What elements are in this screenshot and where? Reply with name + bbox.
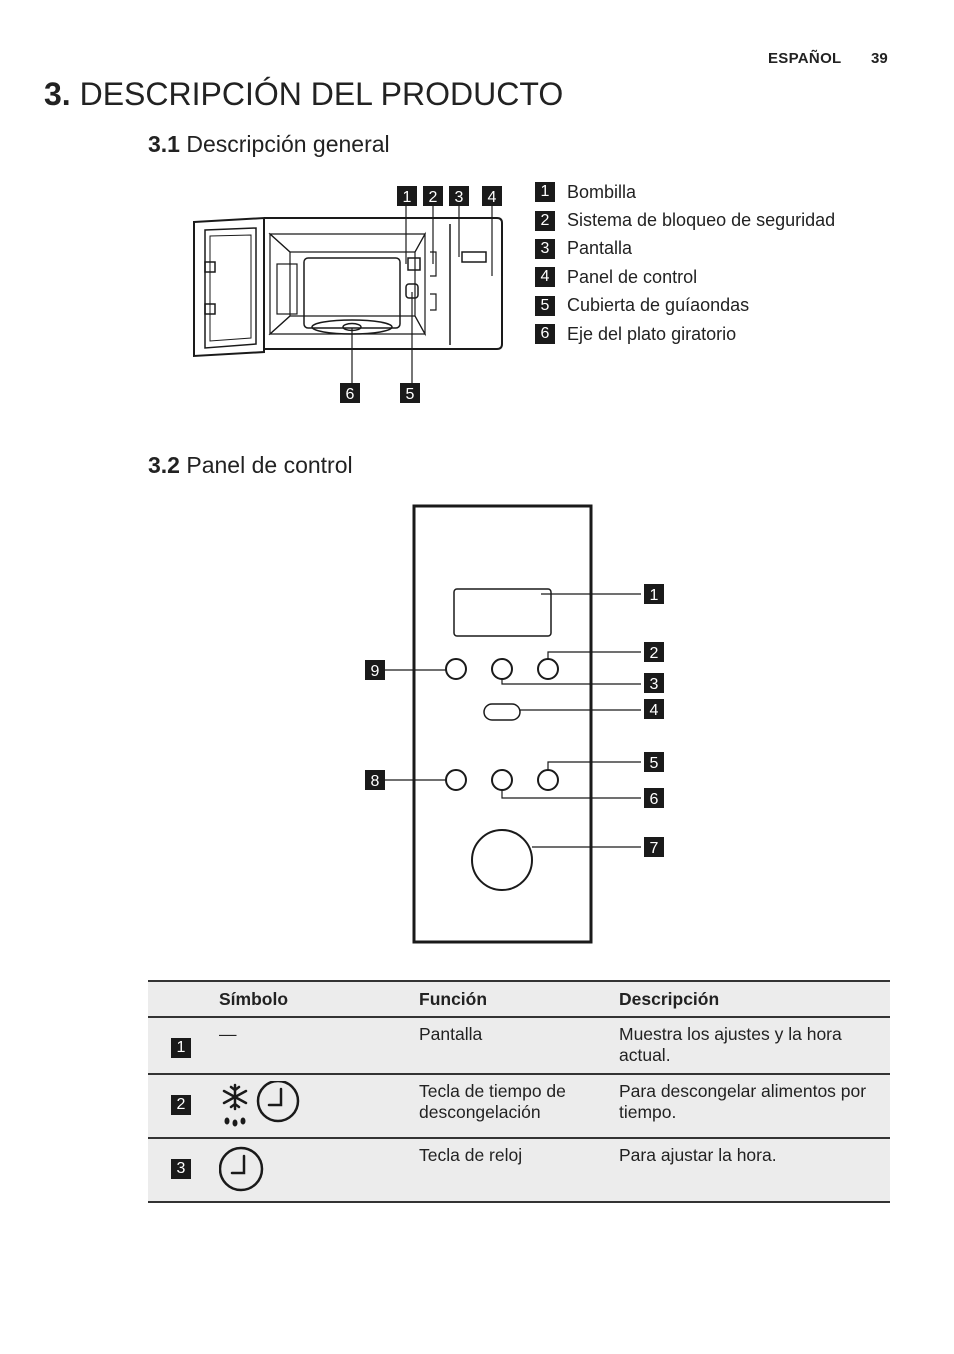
- panel-callout-8: 8: [371, 773, 380, 790]
- legend-item: 5 Cubierta de guíaondas: [535, 292, 835, 320]
- row-number: 3: [171, 1159, 191, 1179]
- legend-label: Cubierta de guíaondas: [567, 295, 750, 316]
- subsection-general-number: 3.1: [148, 131, 180, 157]
- subsection-panel-title: 3.2 Panel de control: [148, 452, 353, 479]
- general-legend: 1 Bombilla 2 Sistema de bloqueo de segurid…: [535, 178, 835, 348]
- diagram-callout-4: 4: [488, 189, 497, 206]
- legend-number: 1: [535, 182, 555, 203]
- diagram-callout-6: 6: [346, 386, 355, 403]
- diagram-callout-2: 2: [429, 189, 438, 206]
- panel-button-4: [483, 703, 521, 721]
- legend-label: Pantalla: [567, 238, 633, 259]
- table-row: 3 Tecla de reloj Para ajustar la hora.: [148, 1138, 890, 1202]
- diagram-callout-5: 5: [406, 386, 415, 403]
- subsection-panel-text: Panel de control: [186, 452, 353, 478]
- legend-item: 6 Eje del plato giratorio: [535, 320, 835, 348]
- microwave-door: [193, 216, 265, 358]
- panel-callout-4: 4: [650, 702, 659, 719]
- panel-callout-9: 9: [371, 663, 380, 680]
- section-title-text: DESCRIPCIÓN DEL PRODUCTO: [79, 76, 564, 112]
- microwave-diagram: 1 2 3 4 6 5: [193, 186, 503, 403]
- panel-callout-6: 6: [650, 791, 659, 808]
- panel-button-6: [491, 769, 513, 791]
- row-number: 2: [171, 1095, 191, 1115]
- page-number: 39: [871, 50, 888, 67]
- table-row: 1 — Pantalla Muestra los ajustes y la ho…: [148, 1017, 890, 1074]
- col-header-description: Descripción: [619, 989, 720, 1009]
- row-description: Muestra los ajustes y la hora actual.: [619, 1024, 842, 1065]
- row-function: Pantalla: [419, 1024, 483, 1044]
- panel-knob: [471, 829, 533, 891]
- row-description: Para ajustar la hora.: [619, 1145, 777, 1165]
- header-language: ESPAÑOL: [768, 50, 842, 67]
- section-number: 3.: [44, 76, 71, 112]
- legend-item: 2 Sistema de bloqueo de seguridad: [535, 206, 835, 234]
- legend-label: Bombilla: [567, 181, 637, 202]
- panel-button-8: [445, 769, 467, 791]
- legend-item: 3 Pantalla: [535, 235, 835, 263]
- col-header-function: Función: [419, 989, 488, 1009]
- legend-number: 6: [535, 324, 555, 345]
- panel-callout-1: 1: [650, 587, 659, 604]
- legend-label: Eje del plato giratorio: [567, 323, 737, 344]
- panel-callout-3: 3: [650, 676, 659, 693]
- panel-callout-2: 2: [650, 645, 659, 662]
- panel-callout-7: 7: [650, 840, 659, 857]
- diagram-callout-1: 1: [403, 189, 412, 206]
- panel-display: [453, 588, 552, 637]
- legend-number: 5: [535, 295, 555, 316]
- panel-button-9: [445, 658, 467, 680]
- section-title: 3. DESCRIPCIÓN DEL PRODUCTO: [44, 76, 563, 113]
- subsection-general-text: Descripción general: [186, 131, 390, 157]
- legend-item: 1 Bombilla: [535, 178, 835, 206]
- diagram-callout-3: 3: [455, 189, 464, 206]
- legend-number: 3: [535, 238, 555, 259]
- legend-number: 2: [535, 210, 555, 231]
- panel-frame: [412, 504, 593, 944]
- legend-label: Sistema de bloqueo de seguridad: [567, 210, 836, 231]
- subsection-panel-number: 3.2: [148, 452, 180, 478]
- snowflake-clock-icon: [222, 1081, 300, 1127]
- microwave-body: [264, 217, 503, 350]
- row-description: Para descongelar alimentos por tiempo.: [619, 1081, 867, 1122]
- row-number: 1: [171, 1038, 191, 1058]
- control-panel-diagram: 1 2 3 4 5 6 7 8 9: [365, 504, 664, 944]
- panel-button-5: [537, 769, 559, 791]
- table-row: 2: [148, 1074, 890, 1138]
- table-header-row: Símbolo Función Descripción: [148, 981, 890, 1017]
- symbols-table: Símbolo Función Descripción 1 — Pantalla…: [148, 980, 890, 1203]
- legend-item: 4 Panel de control: [535, 263, 835, 291]
- panel-button-2: [537, 658, 559, 680]
- row-symbol: —: [219, 1024, 237, 1044]
- col-header-symbol: Símbolo: [219, 989, 289, 1009]
- subsection-general-title: 3.1 Descripción general: [148, 131, 390, 158]
- clock-icon: [219, 1146, 264, 1192]
- row-function: Tecla de reloj: [419, 1145, 523, 1165]
- legend-number: 4: [535, 267, 555, 288]
- panel-button-3: [491, 658, 513, 680]
- legend-label: Panel de control: [567, 266, 698, 287]
- panel-callout-5: 5: [650, 755, 659, 772]
- row-function: Tecla de tiempo de descongelación: [419, 1081, 566, 1122]
